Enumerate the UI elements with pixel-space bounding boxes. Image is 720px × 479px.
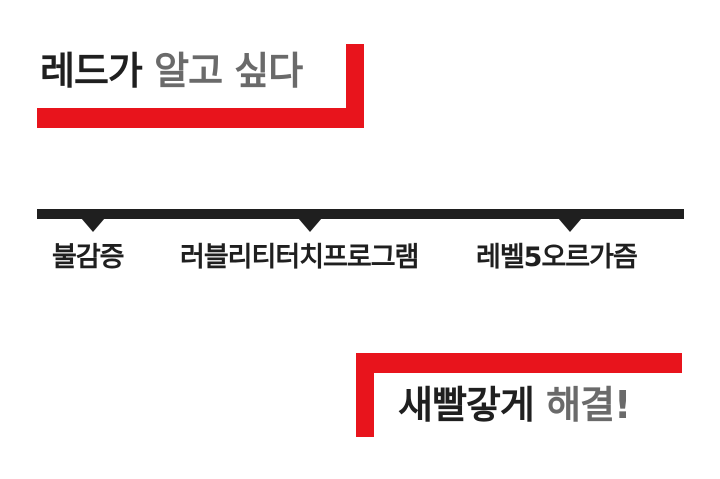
bottom-red-frame-horizontal xyxy=(356,353,682,373)
top-heading-part2: 알고 싶다 xyxy=(154,49,303,93)
bottom-red-frame-vertical xyxy=(356,353,374,437)
timeline-marker-3 xyxy=(558,218,582,232)
timeline-label-1: 불감증 xyxy=(52,242,125,273)
timeline-line xyxy=(37,209,684,219)
top-heading-part1: 레드가 xyxy=(40,49,143,93)
top-red-frame-horizontal xyxy=(37,108,364,128)
top-red-frame-vertical xyxy=(346,44,364,128)
bottom-heading-part1: 새빨갛게 xyxy=(398,383,535,427)
bottom-heading: 새빨갛게 해결! xyxy=(398,380,631,430)
timeline-marker-2 xyxy=(298,218,322,232)
timeline-marker-1 xyxy=(81,218,105,232)
bottom-heading-part2: 해결! xyxy=(546,383,631,427)
top-heading: 레드가 알고 싶다 xyxy=(40,46,303,96)
timeline-label-3: 레벨5오르가즘 xyxy=(476,242,638,273)
timeline-label-2: 러블리티터치프로그램 xyxy=(180,242,419,273)
